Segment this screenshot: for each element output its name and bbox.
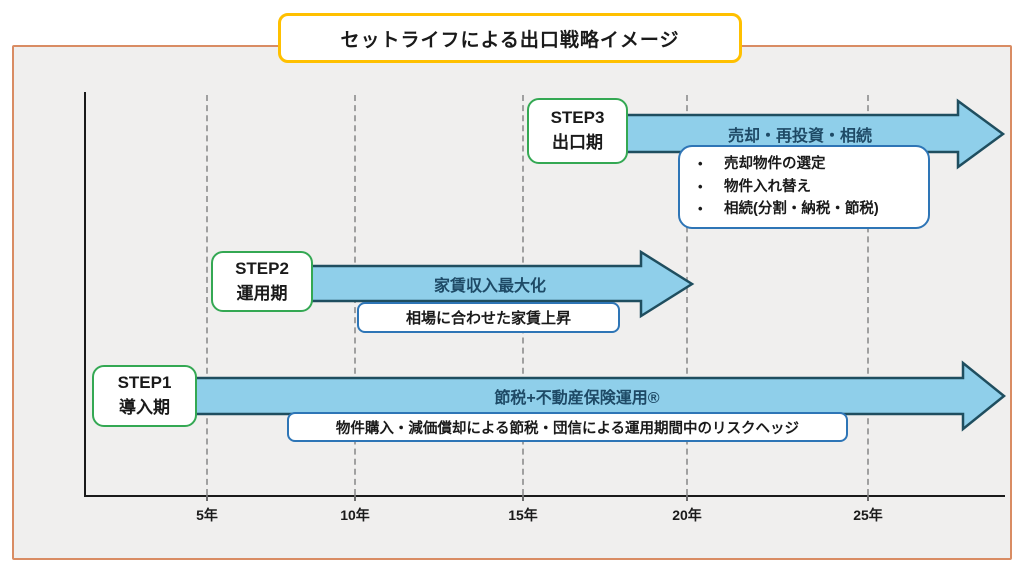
axis-tick [867,495,869,501]
step2-arrow-label: 家賃収入最大化 [433,278,547,295]
tick-label-5y: 5年 [196,507,218,523]
tick-label-20y: 20年 [672,507,702,523]
step1-phase: 導入期 [119,398,170,417]
diagram-title-text: セットライフによる出口戦略イメージ [340,29,680,51]
bullet-icon: • [698,201,703,217]
step3-detail-item: • 売却物件の選定 [696,153,826,175]
step3-detail-item: • 物件入れ替え [696,176,811,198]
step3-detail-text: 相続(分割・納税・節税) [724,201,879,218]
step3-arrow-label: 売却・再投資・相続 [727,128,873,145]
gridline-5y [206,95,208,495]
axis-tick [354,495,356,501]
step1-box: STEP1 導入期 [92,365,197,427]
step1-arrow-label: 節税+不動産保険運用® [494,390,660,407]
step3-detail-text: 物件入れ替え [724,178,811,195]
axis-tick [206,495,208,501]
step3-detail-text: 売却物件の選定 [724,156,826,173]
gridline-25y [867,95,869,495]
tick-label-25y: 25年 [853,507,883,523]
step1-note-box: 物件購入・減価償却による節税・団信による運用期間中のリスクヘッジ [287,412,848,442]
step2-phase: 運用期 [236,283,288,303]
step2-note-box: 相場に合わせた家賃上昇 [357,302,620,333]
step2-id: STEP2 [235,258,289,278]
step3-phase: 出口期 [552,133,603,152]
step3-detail-item: • 相続(分割・納税・節税) [696,198,879,220]
step2-note-text: 相場に合わせた家賃上昇 [405,310,571,327]
step3-details-box: • 売却物件の選定 • 物件入れ替え • 相続(分割・納税・節税) [678,145,930,229]
step1-note-text: 物件購入・減価償却による節税・団信による運用期間中のリスクヘッジ [335,420,800,437]
y-axis-line [84,92,86,497]
bullet-icon: • [698,156,703,172]
tick-label-10y: 10年 [340,507,370,523]
step1-id: STEP1 [117,373,172,393]
step3-id: STEP3 [550,108,605,128]
bullet-icon: • [698,178,703,194]
axis-tick [522,495,524,501]
tick-label-15y: 15年 [508,507,538,523]
step2-box: STEP2 運用期 [211,251,313,312]
x-axis-line [84,495,1005,497]
step3-box: STEP3 出口期 [527,98,628,164]
diagram-title: セットライフによる出口戦略イメージ [278,13,742,63]
axis-tick [686,495,688,501]
